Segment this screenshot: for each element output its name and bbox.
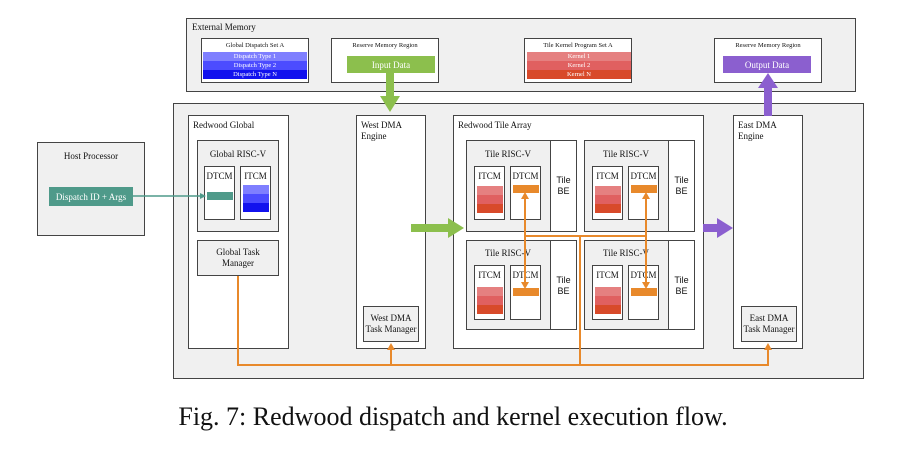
tile-itcm-slot-1 xyxy=(595,287,621,296)
tile-itcm-slot-2 xyxy=(477,296,503,305)
tile-be-line2: BE xyxy=(675,286,688,296)
tile-riscv-title: Tile RISC-V xyxy=(603,149,649,159)
tile-itcm-slot-3 xyxy=(595,204,621,213)
west-dma-task-manager-line1: West DMA xyxy=(370,313,412,323)
west-dma-task-manager xyxy=(363,306,419,342)
tile-be-line2: BE xyxy=(557,286,570,296)
tile-dtcm-label: DTCM xyxy=(630,270,657,280)
east-dma-title-line1: East DMA xyxy=(738,120,777,130)
global-itcm-label: ITCM xyxy=(244,171,267,181)
reserve-memory-input-title: Reserve Memory Region xyxy=(352,42,418,49)
output-data-arrow xyxy=(758,73,778,116)
tile-array-title: Redwood Tile Array xyxy=(458,120,532,130)
tile-itcm-label: ITCM xyxy=(596,171,619,181)
dispatch-arrow xyxy=(133,193,206,199)
global-task-manager-line1: Global Task xyxy=(216,247,260,257)
global-riscv-title: Global RISC-V xyxy=(209,149,267,159)
tile-itcm-slot-3 xyxy=(595,305,621,314)
tile-itcm-label: ITCM xyxy=(596,270,619,280)
tile-itcm-slot-2 xyxy=(595,296,621,305)
global-itcm-slot-2 xyxy=(243,194,269,203)
tile-itcm-slot-1 xyxy=(595,186,621,195)
west-dma-title-line1: West DMA xyxy=(361,120,403,130)
west-dma-task-manager-line2: Task Manager xyxy=(365,324,417,334)
west-dma-title-line2: Engine xyxy=(361,131,387,141)
west-to-tiles-arrow xyxy=(411,218,464,238)
tile-dtcm-fill xyxy=(513,185,539,193)
host-processor-title: Host Processor xyxy=(63,151,119,161)
tile-be-line1: Tile xyxy=(674,175,689,185)
reserve-memory-output-title: Reserve Memory Region xyxy=(735,42,801,49)
tile-be xyxy=(668,140,695,232)
global-itcm-slot-3 xyxy=(243,203,269,212)
tile-itcm-slot-3 xyxy=(477,305,503,314)
tiles-to-east-arrow xyxy=(703,218,733,238)
task-manager-bus-arrowheads xyxy=(387,192,772,350)
east-dma-task-manager xyxy=(741,306,797,342)
tile-kernel-set-title: Tile Kernel Program Set A xyxy=(543,42,613,49)
dispatch-type-1: Dispatch Type 1 xyxy=(203,52,307,61)
tile-itcm-slot-2 xyxy=(595,195,621,204)
output-data-block: Output Data xyxy=(723,56,811,73)
dispatch-type-2: Dispatch Type 2 xyxy=(203,61,307,70)
tile-dtcm xyxy=(628,166,659,220)
global-dtcm-fill xyxy=(207,192,233,200)
tile-itcm-label: ITCM xyxy=(478,171,501,181)
tile-riscv-title: Tile RISC-V xyxy=(485,149,531,159)
global-dispatch-set-title: Global Dispatch Set A xyxy=(225,42,285,49)
external-memory-title: External Memory xyxy=(192,22,256,32)
input-data-block: Input Data xyxy=(347,56,435,73)
input-data-arrow xyxy=(380,73,400,112)
tile-be-line1: Tile xyxy=(556,175,571,185)
tile-be-line1: Tile xyxy=(674,275,689,285)
figure-caption: Fig. 7: Redwood dispatch and kernel exec… xyxy=(178,402,728,431)
tile-be-line2: BE xyxy=(675,186,688,196)
tile-itcm-slot-1 xyxy=(477,287,503,296)
tile-itcm-slot-2 xyxy=(477,195,503,204)
kernel-1: Kernel 1 xyxy=(527,52,631,61)
tile-dtcm-fill xyxy=(631,288,657,296)
tile-be xyxy=(550,240,577,330)
tile-be-line1: Tile xyxy=(556,275,571,285)
tile-itcm-slot-1 xyxy=(477,186,503,195)
east-dma-title-line2: Engine xyxy=(738,131,764,141)
tile-itcm-label: ITCM xyxy=(478,270,501,280)
redwood-global-title: Redwood Global xyxy=(193,120,255,130)
kernel-2: Kernel 2 xyxy=(527,61,631,70)
global-task-manager-line2: Manager xyxy=(222,258,254,268)
tile-itcm-slot-3 xyxy=(477,204,503,213)
tile-riscv-title: Tile RISC-V xyxy=(603,248,649,258)
tile-be xyxy=(550,140,577,232)
east-dma-task-manager-line1: East DMA xyxy=(749,313,789,323)
tile-dtcm-fill xyxy=(513,288,539,296)
kernel-n: Kernel N xyxy=(527,70,631,79)
tile-be-line2: BE xyxy=(557,186,570,196)
tile-dtcm-label: DTCM xyxy=(512,171,539,181)
tile-dtcm-label: DTCM xyxy=(630,171,657,181)
dispatch-type-n: Dispatch Type N xyxy=(203,70,307,79)
tile-be xyxy=(668,240,695,330)
global-itcm-slot-1 xyxy=(243,185,269,194)
tile-riscv-title: Tile RISC-V xyxy=(485,248,531,258)
global-task-manager xyxy=(197,240,279,276)
dispatch-id-args-block: Dispatch ID + Args xyxy=(49,187,133,206)
east-dma-task-manager-line2: Task Manager xyxy=(743,324,795,334)
global-dtcm-label: DTCM xyxy=(206,171,233,181)
tile-dtcm-fill xyxy=(631,185,657,193)
task-manager-bus xyxy=(237,198,769,366)
